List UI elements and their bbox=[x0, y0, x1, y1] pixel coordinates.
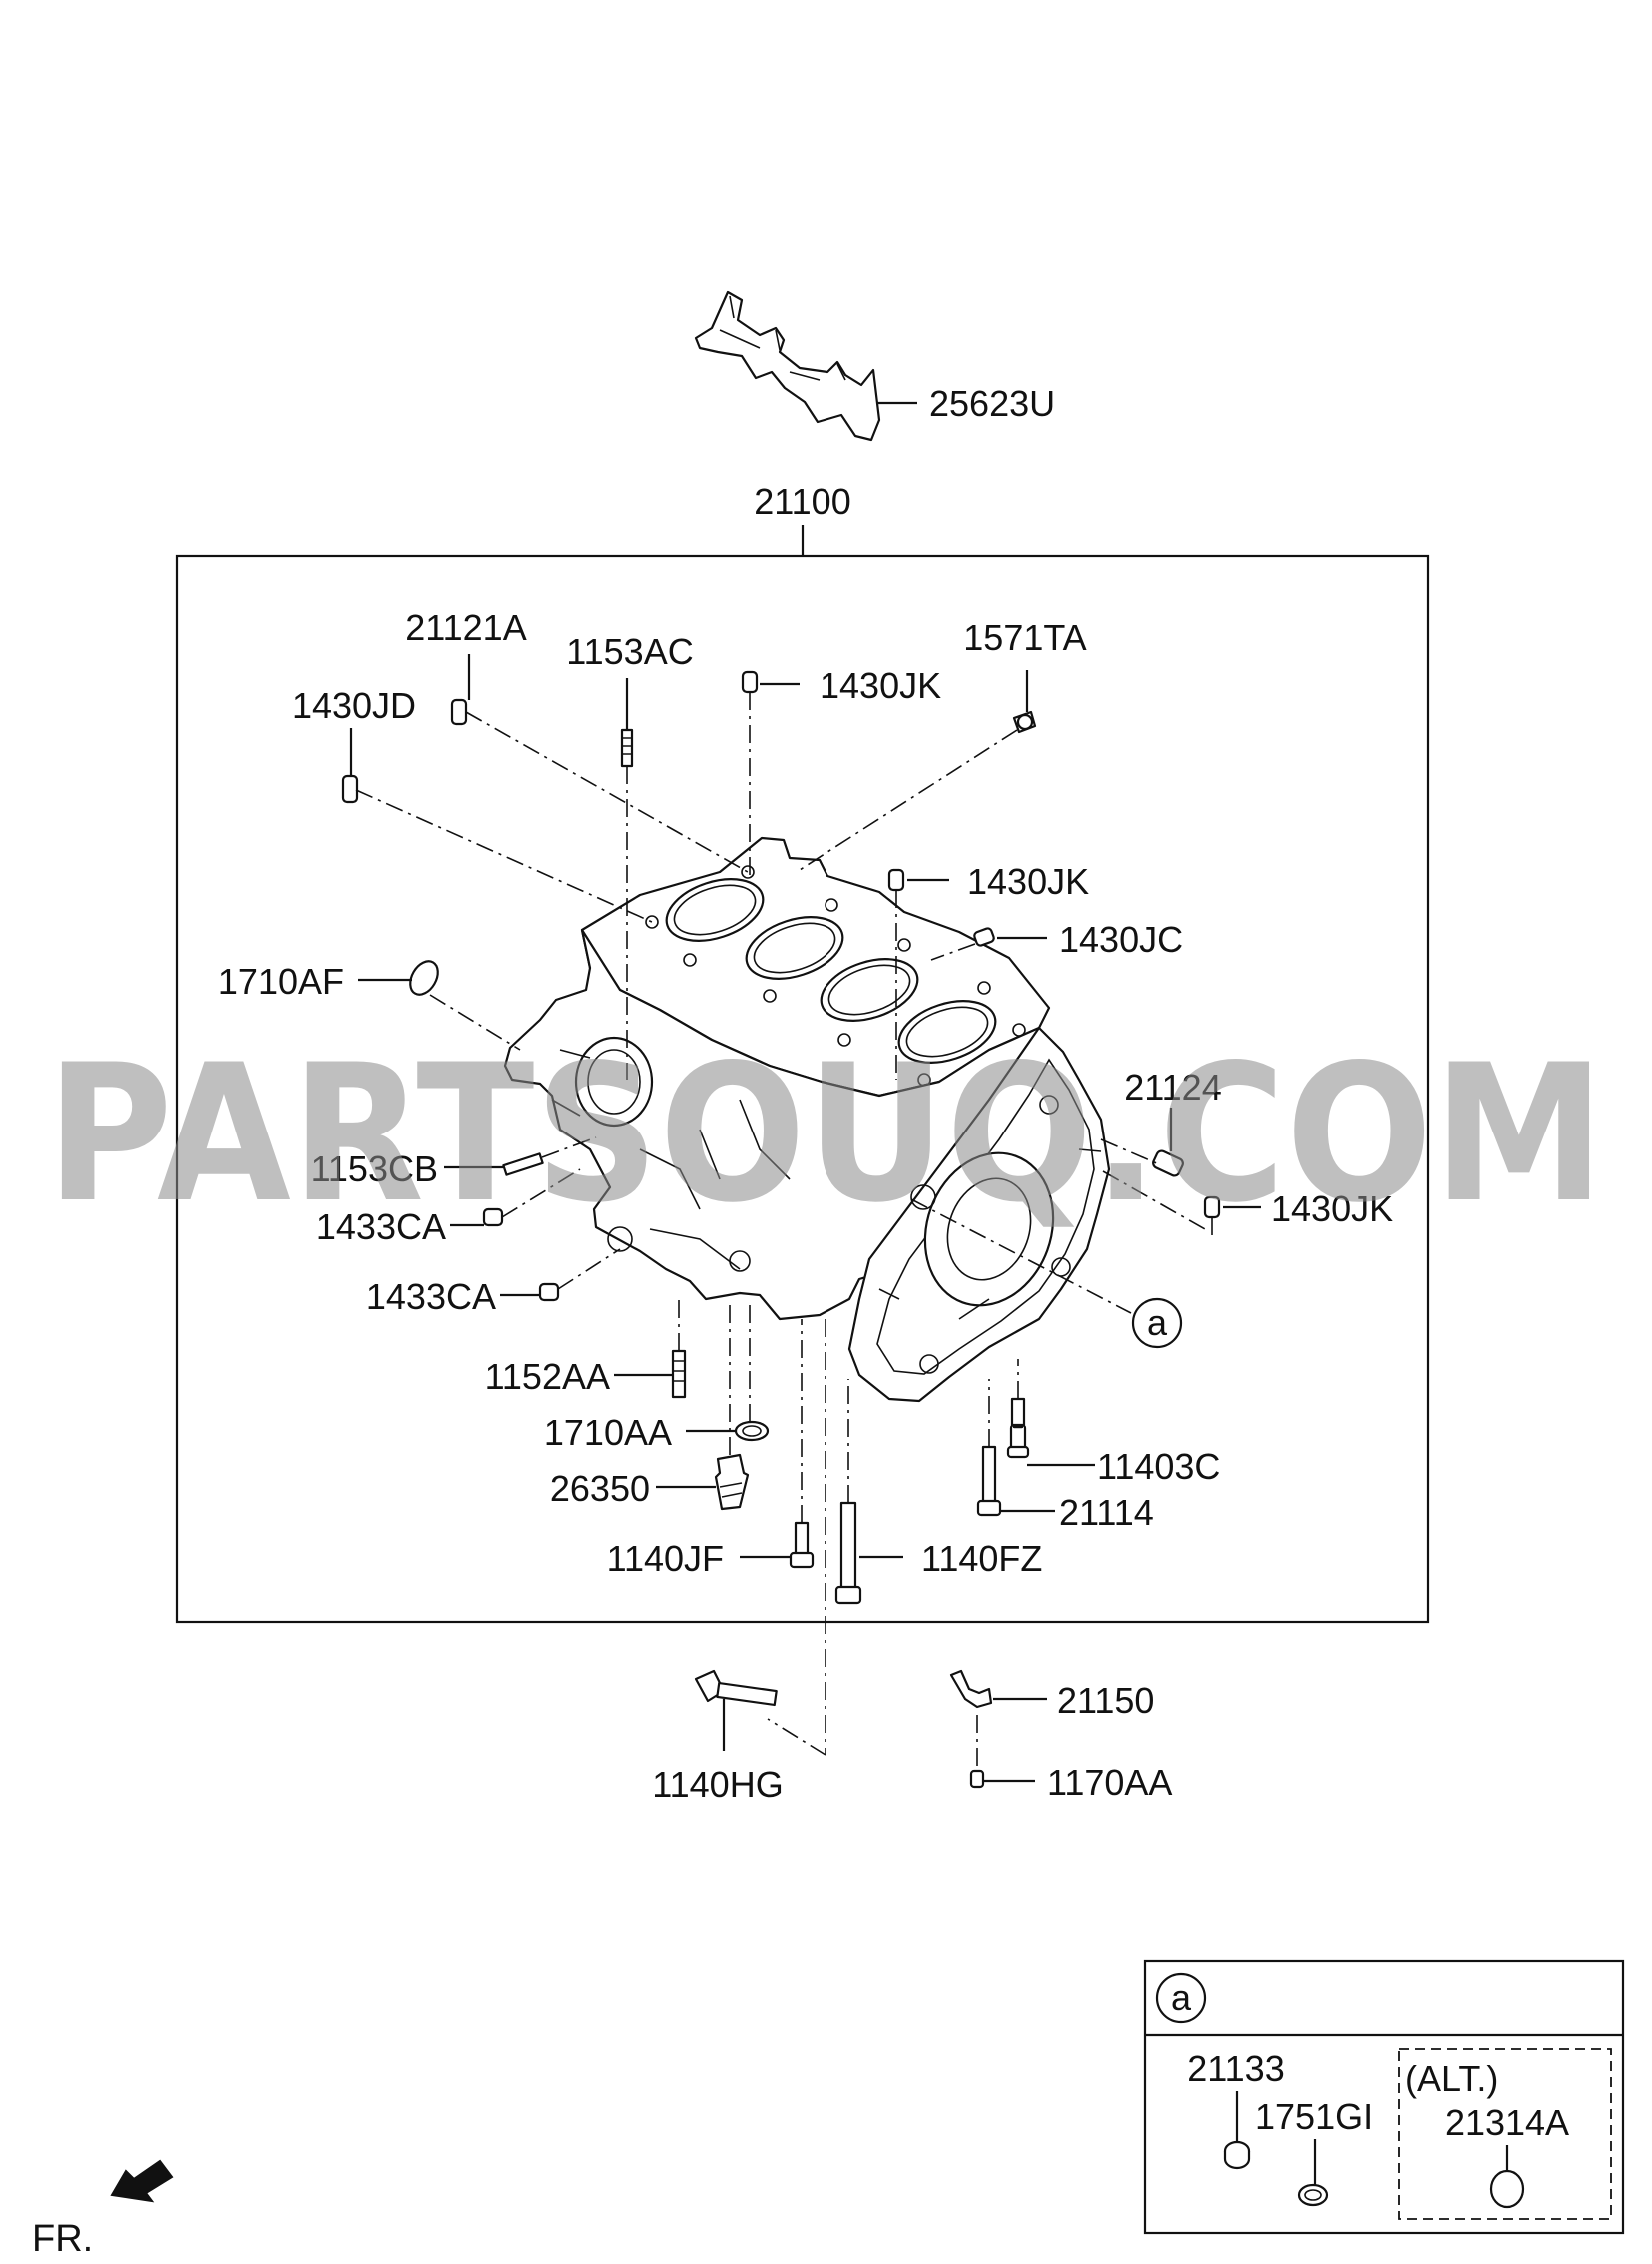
pin-1430JK-mid[interactable] bbox=[887, 868, 905, 892]
oil-jet-21150[interactable] bbox=[949, 1669, 993, 1709]
front-direction-indicator: FR. bbox=[32, 2159, 174, 2260]
label-21100[interactable]: 21100 bbox=[754, 481, 850, 522]
label-1710AF[interactable]: 1710AF bbox=[218, 961, 344, 1002]
bolt-1140HG[interactable] bbox=[694, 1669, 778, 1707]
label-21114[interactable]: 21114 bbox=[1059, 1492, 1154, 1533]
detail-label-21314A[interactable]: 21314A bbox=[1445, 2102, 1569, 2143]
label-1430JK-right[interactable]: 1430JK bbox=[1271, 1188, 1393, 1229]
bolt-1140FZ[interactable] bbox=[834, 1501, 862, 1605]
label-25623U[interactable]: 25623U bbox=[929, 383, 1055, 424]
watermark: PARTSOUQ.COM bbox=[46, 1024, 1605, 1244]
label-1430JK-mid[interactable]: 1430JK bbox=[967, 861, 1089, 902]
plug-1433CA-b[interactable] bbox=[538, 1282, 560, 1302]
plug-21133[interactable] bbox=[1223, 2140, 1251, 2170]
bolt-21114[interactable] bbox=[976, 1445, 1002, 1517]
label-1710AA[interactable]: 1710AA bbox=[544, 1412, 672, 1453]
engine-block[interactable] bbox=[503, 836, 1111, 1403]
callout-a-marker[interactable]: a bbox=[1131, 1297, 1183, 1349]
label-1153CB[interactable]: 1153CB bbox=[311, 1148, 438, 1189]
label-1153AC[interactable]: 1153AC bbox=[566, 631, 693, 672]
label-1140HG[interactable]: 1140HG bbox=[652, 1764, 783, 1805]
detail-marker-a: a bbox=[1171, 1977, 1192, 2018]
detail-label-21133[interactable]: 21133 bbox=[1187, 2048, 1284, 2089]
detail-box-a: a 21133 1751GI (ALT.) 21314A bbox=[1143, 1959, 1625, 2235]
stud-1152AA[interactable] bbox=[671, 1349, 687, 1399]
label-1571TA[interactable]: 1571TA bbox=[963, 617, 1086, 658]
heat-shield-part[interactable] bbox=[694, 290, 881, 442]
plug-21314A[interactable] bbox=[1489, 2169, 1525, 2209]
front-arrow-icon bbox=[110, 2159, 174, 2203]
dowel-21124[interactable] bbox=[1152, 1149, 1185, 1177]
front-label: FR. bbox=[32, 2218, 93, 2259]
label-26350[interactable]: 26350 bbox=[550, 1468, 650, 1509]
label-1433CA-b[interactable]: 1433CA bbox=[366, 1276, 496, 1317]
plug-1571TA[interactable] bbox=[1012, 710, 1037, 734]
label-21150[interactable]: 21150 bbox=[1057, 1680, 1154, 1721]
pin-1430JK-top[interactable] bbox=[741, 670, 759, 694]
label-1430JK-top[interactable]: 1430JK bbox=[820, 665, 941, 706]
label-1140JF[interactable]: 1140JF bbox=[607, 1538, 724, 1579]
stud-1153CB[interactable] bbox=[502, 1152, 544, 1176]
label-1430JD[interactable]: 1430JD bbox=[292, 685, 416, 726]
label-1152AA[interactable]: 1152AA bbox=[485, 1356, 610, 1397]
dowel-21121A[interactable] bbox=[450, 698, 468, 726]
bolt-1170AA[interactable] bbox=[969, 1769, 985, 1789]
assembly-frame bbox=[175, 554, 1430, 1624]
label-11403C[interactable]: 11403C bbox=[1097, 1446, 1220, 1487]
label-1140FZ[interactable]: 1140FZ bbox=[921, 1538, 1042, 1579]
label-21124[interactable]: 21124 bbox=[1124, 1067, 1221, 1108]
label-1430JC[interactable]: 1430JC bbox=[1059, 919, 1183, 960]
pin-1430JD[interactable] bbox=[341, 774, 359, 804]
detail-alt-label: (ALT.) bbox=[1405, 2058, 1498, 2099]
pin-1430JC[interactable] bbox=[973, 927, 995, 947]
ring-1751GI[interactable] bbox=[1297, 2183, 1329, 2207]
ring-1710AF[interactable] bbox=[405, 956, 444, 999]
label-1433CA-a[interactable]: 1433CA bbox=[316, 1206, 446, 1247]
assembly-lines bbox=[355, 692, 1213, 1771]
label-1170AA[interactable]: 1170AA bbox=[1047, 1762, 1172, 1803]
washer-1710AA[interactable] bbox=[734, 1420, 770, 1442]
oil-pressure-switch-26350[interactable] bbox=[714, 1453, 750, 1511]
detail-label-1751GI[interactable]: 1751GI bbox=[1255, 2096, 1373, 2137]
bolt-1140JF[interactable] bbox=[789, 1521, 815, 1569]
callout-a-text: a bbox=[1147, 1302, 1168, 1343]
stud-1153AC[interactable] bbox=[620, 728, 634, 768]
label-21121A[interactable]: 21121A bbox=[405, 607, 526, 648]
